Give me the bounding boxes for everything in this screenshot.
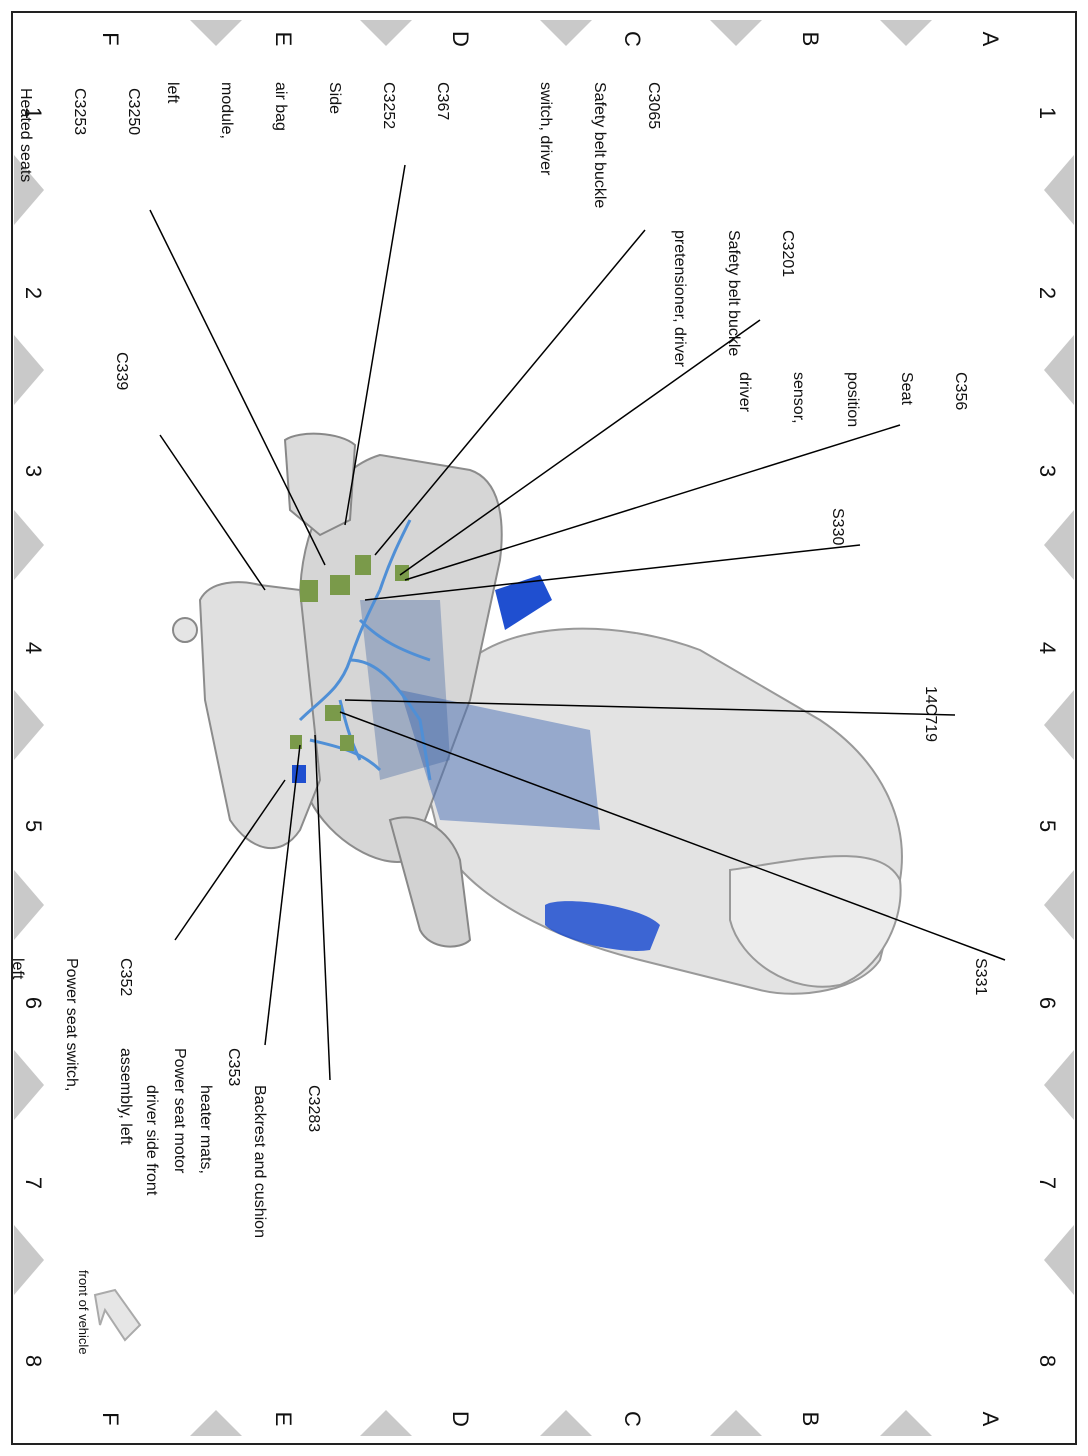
callout-line: pretensioner, driver bbox=[671, 230, 688, 367]
grid-col-2-right: 2 bbox=[1035, 286, 1060, 300]
callout-line: C3250 bbox=[125, 88, 142, 136]
leader-lines bbox=[149, 164, 1006, 1081]
grid-col-2-left: 2 bbox=[21, 286, 46, 300]
callout-line: switch, driver bbox=[537, 82, 554, 176]
seat-illustration bbox=[172, 432, 903, 995]
callout-line: Heated seats bbox=[17, 88, 34, 183]
callout-c356: C356 Seat position sensor, driver bbox=[717, 372, 1005, 427]
grid-col-3-left: 3 bbox=[21, 464, 46, 478]
callout-line: 14C719 bbox=[922, 686, 939, 743]
grid-col-4-left: 4 bbox=[21, 641, 46, 655]
callout-line: air bag bbox=[272, 82, 289, 131]
callout-14c719: 14C719 bbox=[903, 686, 975, 742]
heater-mat bbox=[400, 690, 600, 830]
grid-col-6-right: 6 bbox=[1035, 996, 1060, 1010]
hook-icon bbox=[172, 617, 198, 643]
grid-row-B-top: B bbox=[798, 31, 823, 47]
edge-diamonds bbox=[14, 20, 1074, 1436]
callout-line: Safety belt buckle bbox=[591, 82, 608, 209]
callout-line: Side bbox=[326, 82, 343, 115]
callout-line: position bbox=[844, 372, 861, 428]
belt-buckle-part bbox=[495, 575, 552, 630]
grid-col-5-left: 5 bbox=[21, 819, 46, 833]
inner-area bbox=[59, 59, 1029, 1397]
callout-line: C339 bbox=[113, 352, 130, 391]
grid-row-C-bottom: C bbox=[620, 1411, 645, 1427]
callout-line: C367 bbox=[434, 82, 451, 121]
callout-line: driver side front bbox=[143, 1085, 160, 1196]
grid-col-7-right: 7 bbox=[1035, 1176, 1060, 1190]
grid-row-D-top: D bbox=[448, 31, 473, 47]
callout-line: S330 bbox=[829, 508, 846, 546]
callout-line: left bbox=[9, 958, 26, 980]
callout-line: Power seat switch, bbox=[63, 958, 80, 1092]
callout-s330: S330 bbox=[810, 508, 882, 545]
front-of-vehicle-label: front of vehicle bbox=[76, 1270, 91, 1355]
callout-c367: C367 C3252 Side air bag module, left bbox=[145, 82, 487, 139]
callout-line: sensor, bbox=[790, 372, 807, 424]
callout-c3065: C3065 Safety belt buckle switch, driver bbox=[518, 82, 698, 208]
seat-top bbox=[283, 432, 357, 537]
seat-switch-part bbox=[545, 901, 660, 951]
seat-side-lower bbox=[388, 816, 472, 948]
grid-col-8-left: 8 bbox=[21, 1354, 46, 1368]
outer-border bbox=[11, 11, 1077, 1445]
callout-c3283: C3283 Backrest and cushion heater mats, … bbox=[124, 1085, 358, 1238]
grid-col-4-right: 4 bbox=[1035, 641, 1060, 655]
grid-row-C-top: C bbox=[620, 31, 645, 47]
callout-line: Safety belt buckle bbox=[725, 230, 742, 357]
callout-c339: C339 bbox=[94, 352, 166, 390]
callout-line: Backrest and cushion bbox=[251, 1085, 268, 1238]
callout-line: Seat bbox=[898, 372, 915, 405]
motor-part bbox=[292, 765, 306, 783]
callout-line: S331 bbox=[972, 958, 989, 996]
callout-line: driver bbox=[736, 372, 753, 413]
grid-row-E-bottom: E bbox=[271, 1411, 296, 1427]
grid-col-3-right: 3 bbox=[1035, 464, 1060, 478]
callout-line: C3283 bbox=[305, 1085, 322, 1133]
callout-line: C3253 bbox=[71, 88, 88, 136]
grid-col-1-right: 1 bbox=[1035, 106, 1060, 120]
callout-line: C3201 bbox=[779, 230, 796, 278]
callout-s331: S331 bbox=[953, 958, 1025, 995]
callout-line: heater mats, bbox=[197, 1085, 214, 1174]
grid-row-A-top: A bbox=[978, 31, 1003, 47]
grid-row-B-bottom: B bbox=[798, 1411, 823, 1427]
seat-side-trim bbox=[198, 581, 322, 849]
grid-row-E-top: E bbox=[271, 31, 296, 47]
callout-c3250: C3250 C3253 Heated seats relay bbox=[0, 88, 178, 182]
backrest-mat bbox=[360, 600, 450, 780]
cushion-front bbox=[729, 855, 902, 988]
grid-col-5-right: 5 bbox=[1035, 819, 1060, 833]
grid-col-8-right: 8 bbox=[1035, 1354, 1060, 1368]
callout-line: C3065 bbox=[645, 82, 662, 130]
front-arrow-icon bbox=[93, 1288, 142, 1342]
grid-row-A-bottom: A bbox=[978, 1411, 1003, 1427]
grid-row-D-bottom: D bbox=[448, 1411, 473, 1427]
callout-line: C356 bbox=[952, 372, 969, 411]
grid-col-7-left: 7 bbox=[21, 1176, 46, 1190]
grid-row-F-bottom: F bbox=[98, 1412, 123, 1426]
callout-line: C3252 bbox=[380, 82, 397, 130]
callout-line: module, bbox=[218, 82, 235, 139]
callout-c3201: C3201 Safety belt buckle pretensioner, d… bbox=[652, 230, 832, 367]
grid-row-F-top: F bbox=[98, 32, 123, 46]
